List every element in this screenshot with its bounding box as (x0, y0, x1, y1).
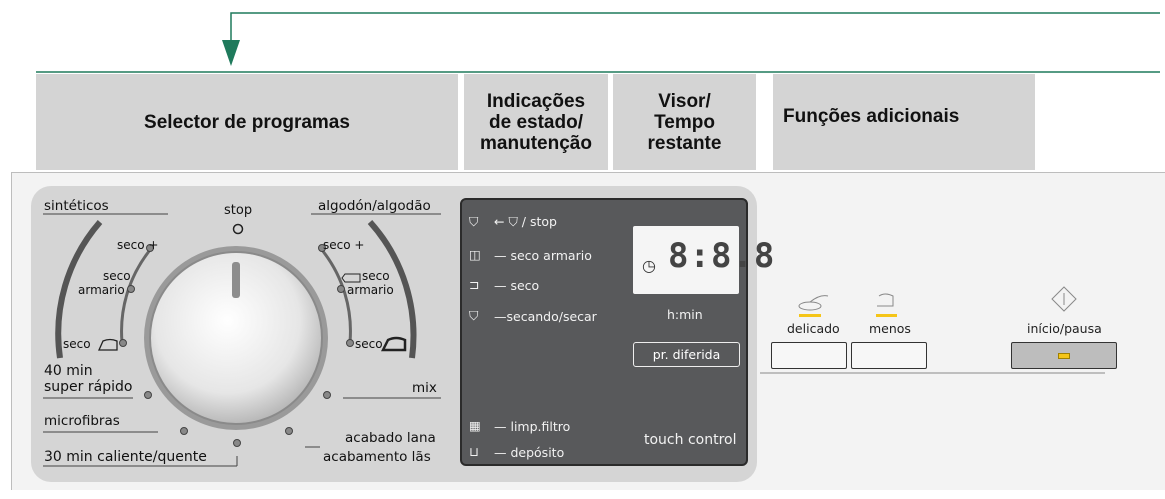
time-screen (633, 226, 739, 294)
status-stop: ← ⛉ / stop (494, 214, 557, 229)
label-acabado-lana: acabado lana (345, 430, 436, 446)
status-limp-filtro: — limp.filtro (494, 419, 571, 434)
header-display: Visor/ Tempo restante (613, 74, 756, 170)
status-seco-armario: — seco armario (494, 248, 592, 263)
header-indications: Indicações de estado/ manutenção (464, 74, 608, 170)
dot-seco-r (346, 339, 354, 347)
label-mix: mix (412, 380, 437, 396)
clock-icon: ◷ (642, 256, 656, 275)
menos-button[interactable] (851, 342, 927, 369)
label-stop: stop (224, 203, 253, 218)
label-30min: 30 min caliente/quente (44, 449, 207, 465)
dot-seco-l (119, 339, 127, 347)
dot-micro (180, 427, 188, 435)
status-stop-icon: ⛉ (469, 214, 479, 229)
pointer-arrow (36, 12, 1160, 73)
dot-mix (323, 391, 331, 399)
header-display-line1: Visor/ (658, 90, 711, 112)
label-acabamento-las: acabamento lãs (323, 449, 431, 465)
dot-armario-l (127, 285, 135, 293)
dot-30min (233, 439, 241, 447)
dot-armario-r (337, 285, 345, 293)
header-display-line3: restante (647, 132, 722, 154)
dot-40min (144, 391, 152, 399)
status-secando: —secando/secar (494, 309, 597, 324)
start-led (1058, 353, 1070, 359)
header-functions-label: Funções adicionais (783, 106, 960, 127)
delicado-label: delicado (787, 321, 840, 336)
label-seco-armario-left-2: armario (78, 283, 125, 297)
menos-label: menos (869, 321, 911, 336)
label-40min: 40 min (44, 363, 93, 379)
label-sinteticos: sintéticos (44, 198, 109, 214)
armario-icon: ◫ (469, 247, 481, 262)
delicado-button[interactable] (771, 342, 847, 369)
label-seco-left: seco (63, 337, 91, 351)
header-indications-line1: Indicações (486, 90, 586, 112)
label-algodon: algodón/algodão (318, 198, 431, 214)
label-seco-plus-right: seco + (323, 238, 365, 252)
label-seco-armario-right-1: seco (362, 269, 390, 283)
label-seco-armario-left-1: seco (103, 269, 131, 283)
time-unit: h:min (667, 307, 703, 322)
tank-icon: ⊔ (469, 444, 479, 459)
shirt-icon: ⛉ (469, 308, 479, 323)
dot-acabado (285, 427, 293, 435)
header-selector-label: Selector de programas (144, 111, 350, 133)
header-functions: Funções adicionais (773, 74, 1035, 170)
touch-control-label: touch control (644, 432, 737, 448)
inicio-label: início/pausa (1027, 321, 1102, 336)
label-seco-right: seco (355, 337, 383, 351)
time-digits: 8:8.8 (668, 236, 776, 276)
header-indications-line2: de estado/ (489, 111, 583, 133)
label-seco-plus-left: seco + (117, 238, 159, 252)
label-seco-armario-right-2: armario (347, 283, 394, 297)
dot-seco-plus-r (318, 244, 326, 252)
delay-button[interactable]: pr. diferida (633, 342, 740, 367)
header-indications-line3: manutenção (480, 132, 592, 154)
header-display-line2: Tempo (654, 111, 715, 133)
status-deposito: — depósito (494, 445, 565, 460)
dot-seco-plus-l (146, 244, 154, 252)
label-microfibras: microfibras (44, 413, 120, 429)
iron-icon: ⊐ (469, 277, 480, 292)
header-selector: Selector de programas (36, 74, 458, 170)
status-seco: — seco (494, 278, 540, 293)
label-super-rapido: super rápido (44, 379, 133, 395)
filter-icon: ▦ (469, 418, 481, 433)
